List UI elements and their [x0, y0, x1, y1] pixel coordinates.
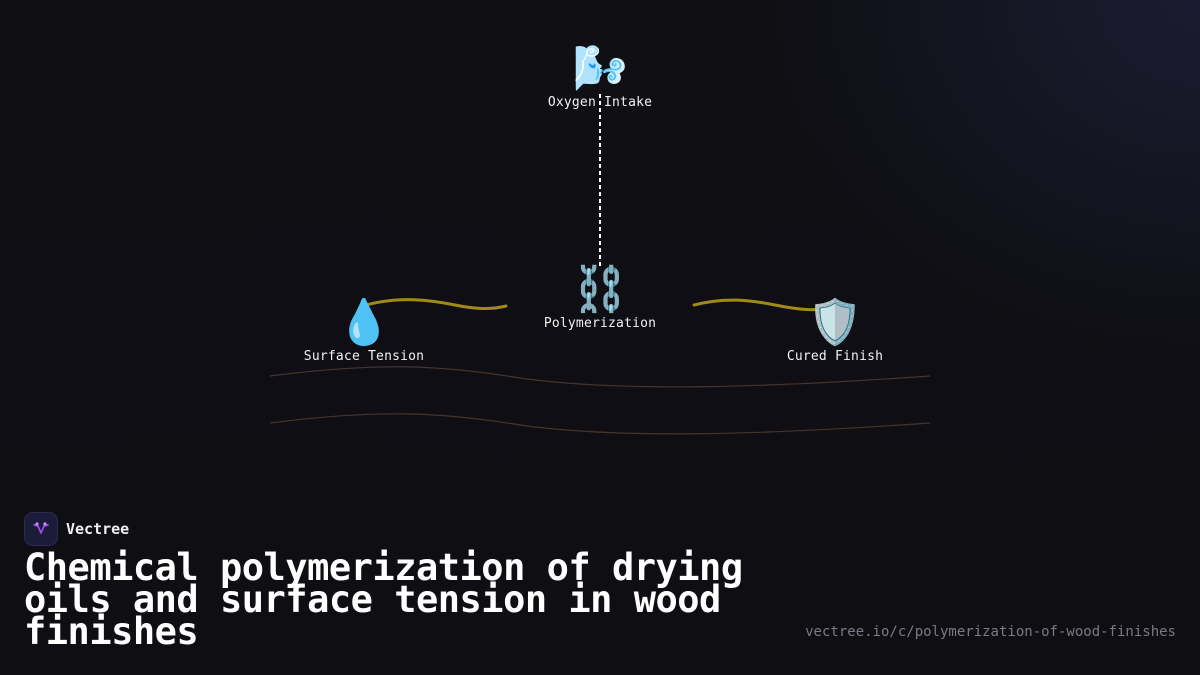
page-title: Chemical polymerization of drying oils a…	[24, 546, 743, 653]
node-surface-tension: 💧 Surface Tension	[254, 298, 474, 366]
brand[interactable]: Vectree	[24, 512, 129, 546]
wind-face-icon: 🌬️	[572, 43, 628, 94]
connector-surface-to-polymerization	[364, 298, 508, 310]
node-label-surface-tension: Surface Tension	[303, 349, 425, 364]
node-oxygen-intake: 🌬️ Oxygen Intake	[490, 44, 710, 112]
chain-icon: ⛓️	[572, 264, 628, 315]
source-url[interactable]: vectree.io/c/polymerization-of-wood-fini…	[805, 624, 1176, 640]
vectree-logo-icon	[24, 512, 58, 546]
shield-icon: 🛡️	[807, 297, 863, 348]
flow-line-lower	[269, 413, 931, 435]
node-label-polymerization: Polymerization	[543, 316, 657, 331]
node-label-cured-finish: Cured Finish	[786, 349, 884, 364]
droplet-icon: 💧	[336, 297, 392, 348]
node-polymerization: ⛓️ Polymerization	[490, 265, 710, 333]
node-cured-finish: 🛡️ Cured Finish	[725, 298, 945, 366]
brand-name: Vectree	[66, 520, 130, 538]
connector-polymerization-to-cured	[692, 298, 832, 312]
node-label-oxygen-intake: Oxygen Intake	[547, 95, 653, 110]
flow-line-upper	[269, 366, 931, 388]
